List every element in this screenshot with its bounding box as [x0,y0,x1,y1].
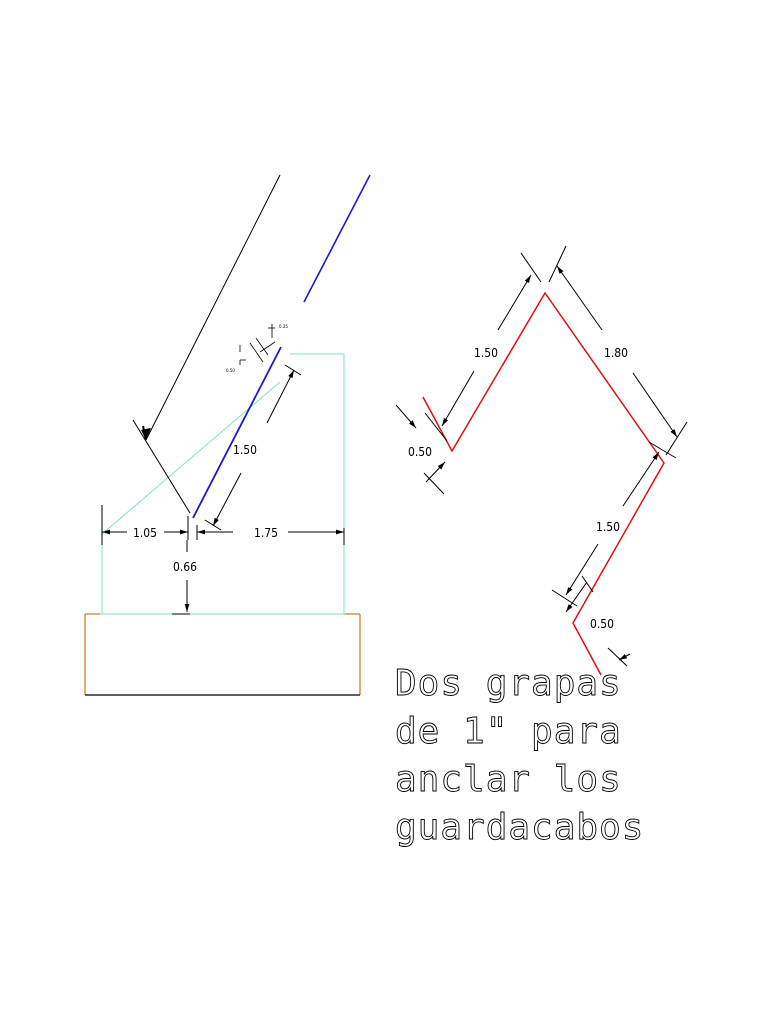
tiny-label-b: 0.50 [226,368,235,373]
tiny-dims [239,324,276,365]
dim-label-175: 1.75 [254,526,278,540]
dim-horizontal: 1.05 1.75 [101,505,345,545]
base-block [84,613,361,696]
dim-label-050-bottom: 0.50 [590,617,614,631]
dim-vertical-066: 0.66 [172,540,197,615]
dim-label-180: 1.80 [604,346,628,360]
dim-label-105: 1.05 [133,526,157,540]
right-detail: 1.50 1.80 0.50 1.50 [395,245,688,676]
dim-050-left: 0.50 [395,404,446,495]
dim-150-left: 1.50 [204,364,302,531]
dim-150-top: 1.50 [424,252,542,442]
blue-member [192,174,371,519]
dim-180: 1.80 [548,245,688,456]
dim-label-150-left: 1.50 [233,443,257,457]
note-line-3: anclar los [395,759,622,800]
clip-shape [422,291,665,676]
dim-label-050-left: 0.50 [408,445,432,459]
note-line-2: de 1" para [395,711,622,752]
dim-label-066: 0.66 [173,560,197,574]
tiny-label-a: 0.25 [279,324,288,329]
dim-050-bottom: 0.50 [565,575,631,667]
construction-lines [101,353,345,614]
note-text: Dos grapas de 1" para anclar los guardac… [395,663,644,849]
note-line-4: guardacabos [395,807,644,848]
left-detail: 1.50 0.25 0.50 1.05 1.75 [84,174,371,696]
dim-150-bottom: 1.50 [551,441,677,607]
dim-label-150-bottom: 1.50 [596,520,620,534]
note-line-1: Dos grapas [395,663,622,704]
cable-line [132,174,281,514]
dim-label-150-top: 1.50 [474,346,498,360]
